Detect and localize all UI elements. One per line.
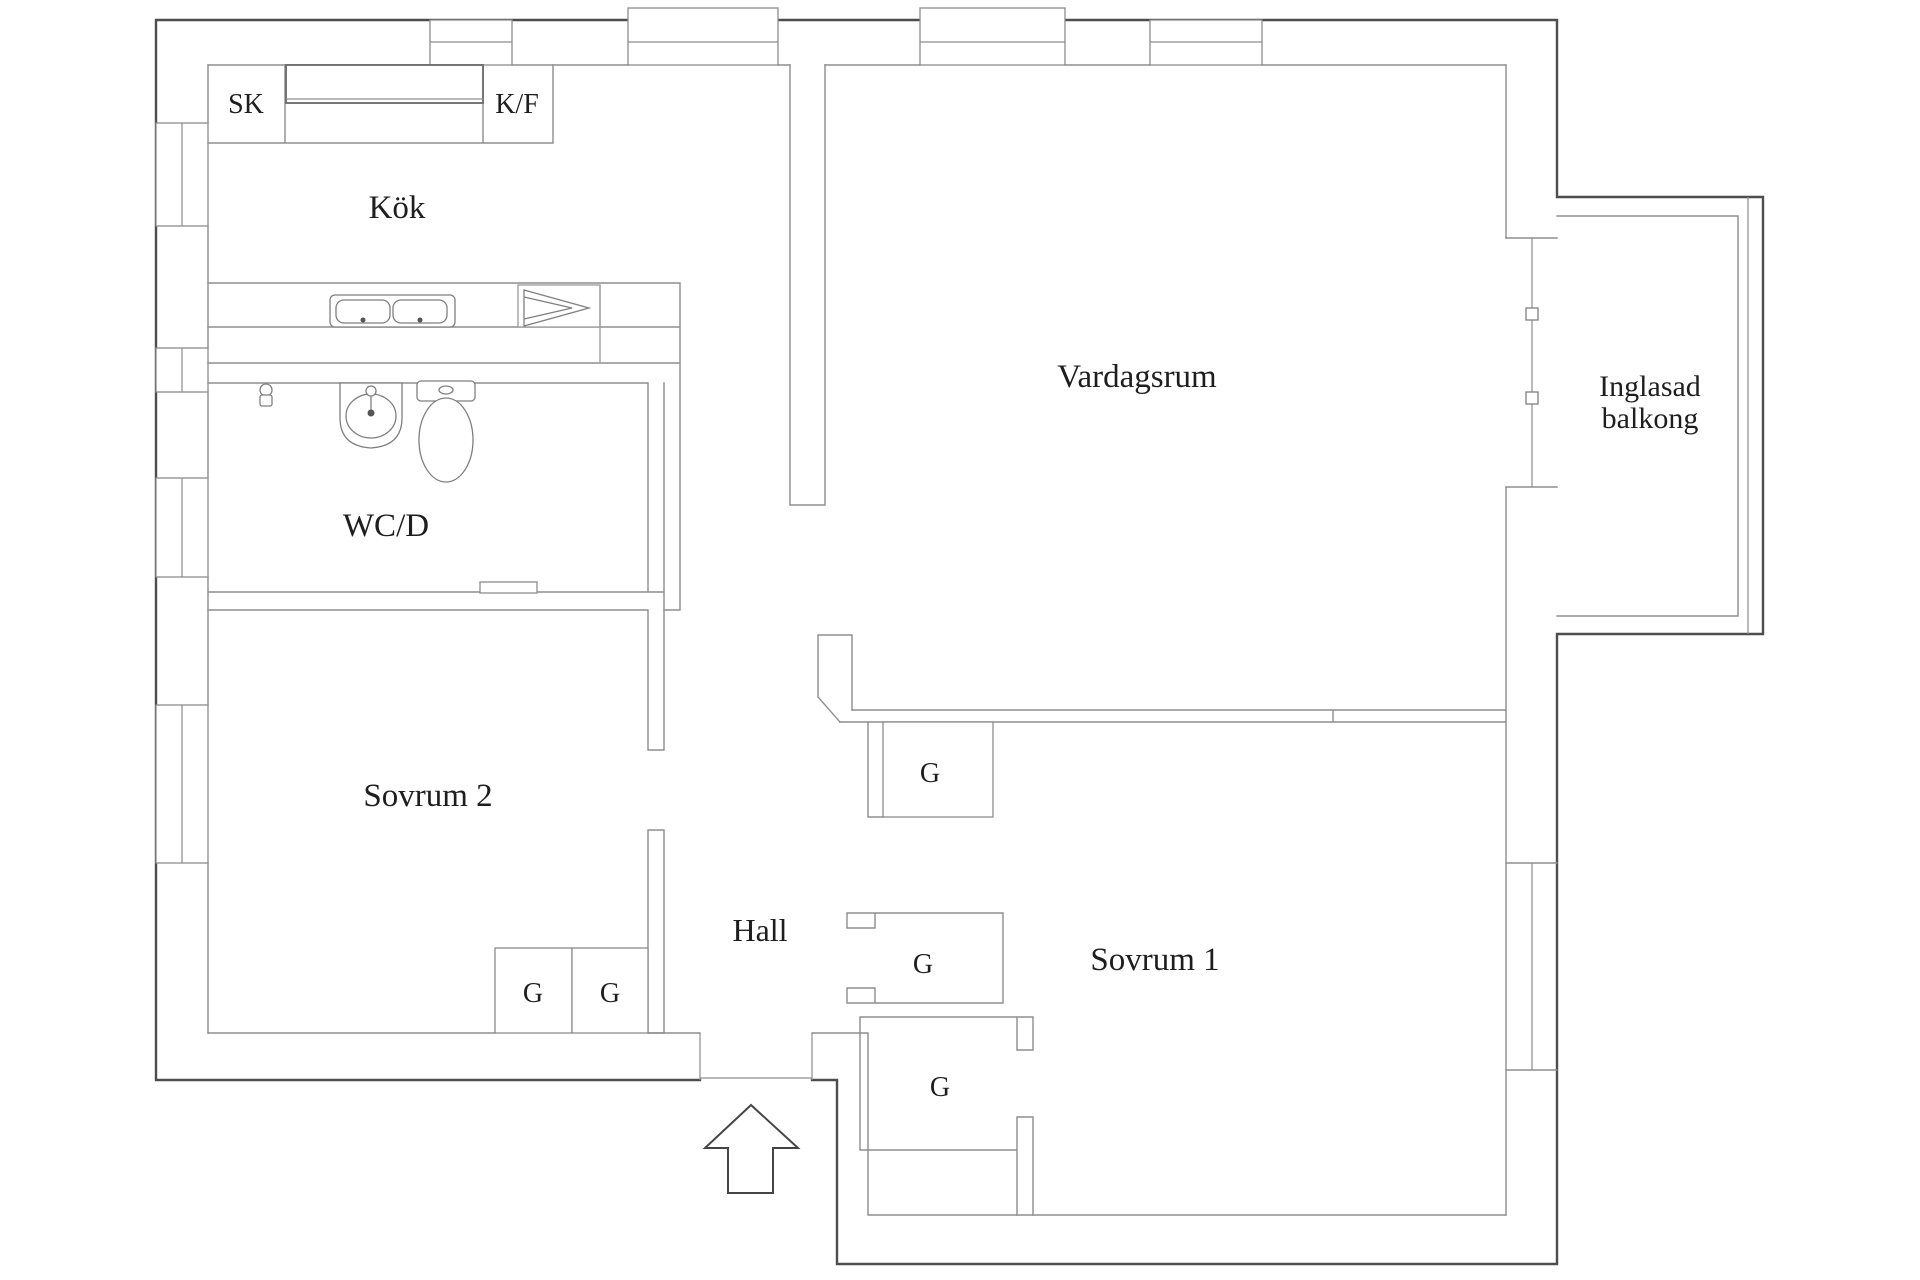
label-wardrobe-1: G <box>920 758 940 789</box>
bedroom2-east-wall <box>207 382 665 1034</box>
label-bedroom1: Sovrum 1 <box>1090 942 1219 978</box>
kitchen-top-cabinets <box>207 64 554 144</box>
label-kitchen: Kök <box>369 190 426 226</box>
label-wardrobe-5: G <box>930 1072 950 1103</box>
window-left-middle <box>155 477 209 578</box>
window-bathroom-left <box>155 347 209 393</box>
label-wardrobe-2: G <box>523 978 543 1009</box>
bathroom-door-threshold <box>479 581 538 594</box>
window-top-1 <box>429 19 513 66</box>
label-wardrobe-4: G <box>913 949 933 980</box>
wardrobe-hall <box>846 912 1004 1004</box>
window-kitchen-left <box>155 122 209 227</box>
label-balcony-line1: Inglasad <box>1599 370 1701 403</box>
stove-icon <box>517 284 601 363</box>
label-living-room: Vardagsrum <box>1057 359 1217 395</box>
balcony-sliding-door <box>1505 237 1558 488</box>
wardrobe-bedroom1 <box>859 1016 1034 1216</box>
window-top-2 <box>627 7 779 66</box>
window-bedroom1-right <box>1505 862 1558 1071</box>
bedroom2-wardrobes <box>494 947 649 1034</box>
wardrobe-livingroom-corner <box>867 721 994 818</box>
entry-threshold <box>699 1033 813 1080</box>
label-bedroom2: Sovrum 2 <box>363 778 492 814</box>
kitchen-sink-icon <box>329 294 456 328</box>
entry-arrow-icon <box>702 1103 801 1194</box>
livingroom-south-wall <box>839 709 1507 723</box>
livingroom-corner-post <box>817 634 853 723</box>
bottom-inner-wall <box>207 1032 1507 1216</box>
toilet-icon <box>416 380 476 483</box>
washbasin-icon <box>339 382 403 449</box>
label-hall: Hall <box>732 912 787 948</box>
label-balcony-line2: balkong <box>1602 402 1699 435</box>
label-fridge-freezer: K/F <box>495 89 539 120</box>
label-bathroom: WC/D <box>343 508 429 544</box>
shower-mixer-icon <box>259 383 273 407</box>
window-top-4 <box>1149 19 1263 66</box>
label-wardrobe-3: G <box>600 978 620 1009</box>
window-top-3 <box>919 7 1066 66</box>
balcony-glazing <box>1556 197 1749 634</box>
window-bedroom2-left <box>155 704 209 864</box>
kitchen-livingroom-divider-wall <box>789 64 826 506</box>
label-closet-sk: SK <box>228 89 264 120</box>
